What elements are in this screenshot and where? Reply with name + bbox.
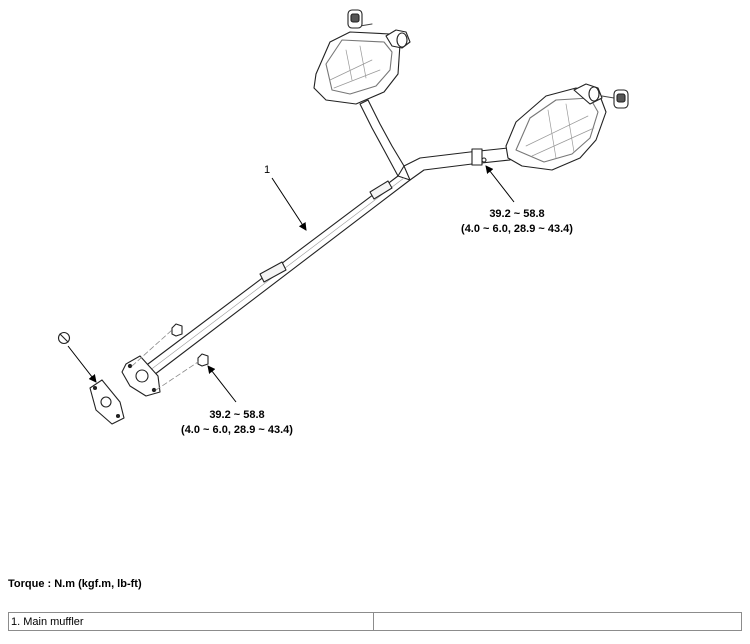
legend-cell [373,612,742,631]
legend-cell: 1. Main muffler [8,612,374,631]
no-reuse-icon [57,331,71,345]
main-pipe [139,175,411,379]
y-pipe [359,99,511,181]
torque-value-alt-units: (4.0 ~ 6.0, 28.9 ~ 43.4) [181,424,293,436]
front-flange [121,355,161,397]
left-hanger [347,9,363,29]
leader-arrow-main-muffler [271,177,307,231]
torque-value-nm: 39.2 ~ 58.8 [489,208,545,220]
leader-arrow-clamp-torque [485,165,515,203]
exhaust-diagram [57,9,629,425]
right-hanger [613,89,629,109]
pipe-clamp [471,148,483,166]
torque-label-clamp: 39.2 ~ 58.8 (4.0 ~ 6.0, 28.9 ~ 43.4) [452,207,582,237]
callout-number-1: 1 [264,164,271,176]
leader-arrow-nut-torque [207,365,237,403]
parts-legend-table: 1. Main muffler [8,612,742,631]
flange-nut-lower [197,353,209,367]
leader-arrow-gasket [67,345,97,383]
torque-label-flange: 39.2 ~ 58.8 (4.0 ~ 6.0, 28.9 ~ 43.4) [172,408,302,438]
flange-nut-upper [171,323,183,337]
table-row: 1. Main muffler [8,612,742,631]
torque-value-nm: 39.2 ~ 58.8 [209,409,265,421]
gasket [89,379,125,425]
torque-value-alt-units: (4.0 ~ 6.0, 28.9 ~ 43.4) [461,223,573,235]
left-muffler [313,23,411,105]
right-muffler [505,83,615,171]
torque-units-heading: Torque : N.m (kgf.m, lb-ft) [8,578,142,590]
